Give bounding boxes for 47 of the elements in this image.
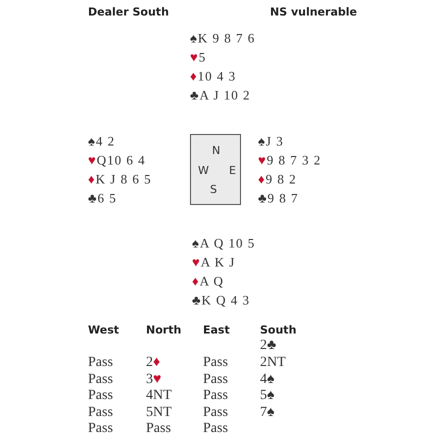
- bid: Pass: [203, 356, 228, 370]
- dealer-heading: Dealer South: [88, 6, 169, 18]
- card-holding: ♥A K J: [192, 256, 236, 268]
- card-holding: ♣9 8 7: [258, 192, 299, 204]
- bid: 4♠: [260, 372, 274, 386]
- card-holding: ♠K 9 8 7 6: [190, 32, 256, 44]
- bid: 5NT: [146, 406, 172, 420]
- bid: Pass: [88, 422, 113, 436]
- card-holding: ♥Q10 6 4: [88, 154, 146, 166]
- bid: Pass: [203, 372, 228, 386]
- card-holding: ♦K J 8 6 5: [88, 172, 152, 186]
- bid: 3♥: [146, 372, 162, 386]
- card-holding: ♠A Q 10 5: [192, 236, 256, 250]
- auction-header: South: [260, 324, 296, 336]
- compass-letter: W: [198, 165, 209, 176]
- bid: Pass: [203, 406, 228, 420]
- card-holding: ♦10 4 3: [190, 70, 236, 82]
- bid: Pass: [203, 389, 228, 403]
- auction-header: East: [203, 324, 230, 336]
- auction-header: West: [88, 324, 120, 336]
- bid: Pass: [88, 406, 113, 420]
- card-holding: ♣A J 10 2: [190, 88, 251, 102]
- bid: 7♠: [260, 406, 274, 420]
- compass-letter: N: [212, 145, 220, 156]
- auction-header: North: [146, 324, 182, 336]
- bid: 2♦: [146, 356, 160, 370]
- card-holding: ♣6 5: [88, 192, 117, 204]
- bid: Pass: [146, 422, 171, 436]
- card-holding: ♠4 2: [88, 134, 116, 148]
- bid: 4NT: [146, 389, 172, 403]
- card-holding: ♠J 3: [258, 134, 284, 148]
- compass-letter: E: [229, 165, 236, 176]
- compass-box: [190, 134, 241, 205]
- vulnerability-heading: NS vulnerable: [270, 6, 357, 18]
- bid: 2NT: [260, 356, 286, 370]
- card-holding: ♦9 8 2: [258, 172, 297, 186]
- bid: 2♣: [260, 339, 276, 353]
- bid: Pass: [88, 372, 113, 386]
- card-holding: ♣K Q 4 3: [192, 294, 250, 306]
- card-holding: ♥5: [190, 50, 206, 64]
- card-holding: ♥9 8 7 3 2: [258, 154, 322, 166]
- card-holding: ♦A Q: [192, 274, 224, 288]
- bid: Pass: [88, 389, 113, 403]
- bid: 5♠: [260, 389, 274, 403]
- bid: Pass: [88, 356, 113, 370]
- compass-letter: S: [210, 184, 217, 195]
- bid: Pass: [203, 422, 228, 436]
